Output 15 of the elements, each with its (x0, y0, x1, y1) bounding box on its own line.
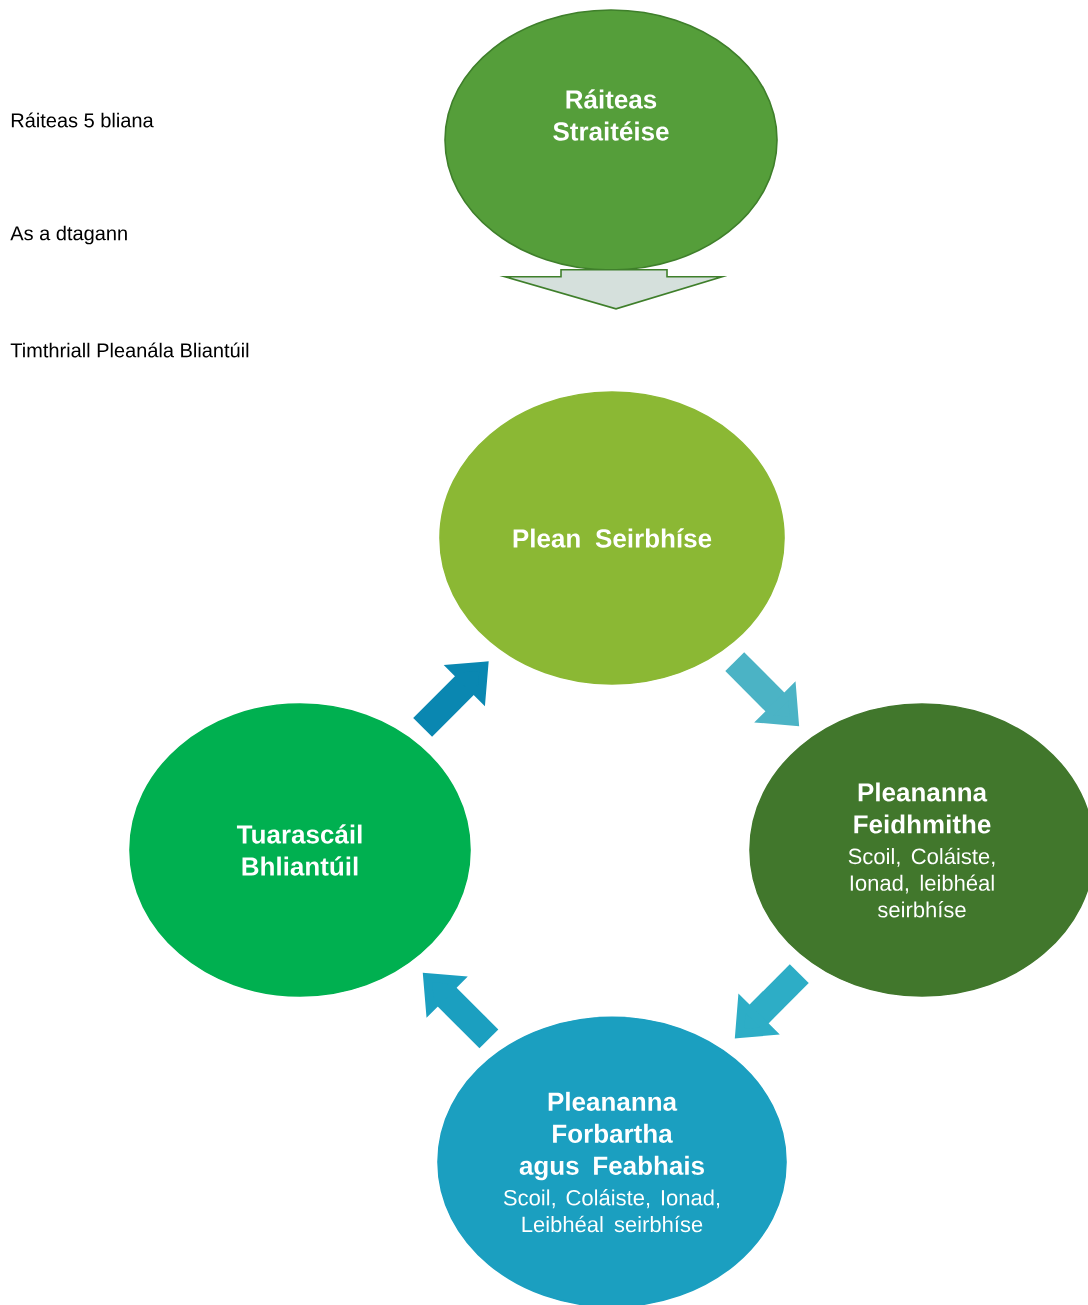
side-label: Ráiteas 5 bliana (11, 112, 154, 128)
node-text: Pleananna Feidhmithe Scoil, Coláiste, Ionad, leibhéal seirbhíse (848, 782, 995, 918)
node-text: Ráiteas Straitéise (553, 89, 669, 141)
node-text: Plean Seirbhíse (513, 528, 712, 548)
node-text: Pleananna Forbartha agus Feabhais Scoil, Coláiste, Ionad, Leibhéal seirbhíse (503, 1091, 720, 1233)
block-arrow (499, 269, 728, 310)
side-label: As a dtagann (10, 225, 127, 245)
ellipse-node (437, 1016, 787, 1305)
ellipse-node (749, 703, 1088, 997)
side-label: Timthriall Pleanála Bliantúil (10, 342, 249, 358)
node-text: Tuarascáil Bhliantúil (236, 824, 362, 876)
block-arrow (413, 661, 489, 737)
ellipse-node (444, 9, 778, 271)
ellipse-node (129, 703, 471, 997)
ellipse-node (439, 391, 785, 685)
